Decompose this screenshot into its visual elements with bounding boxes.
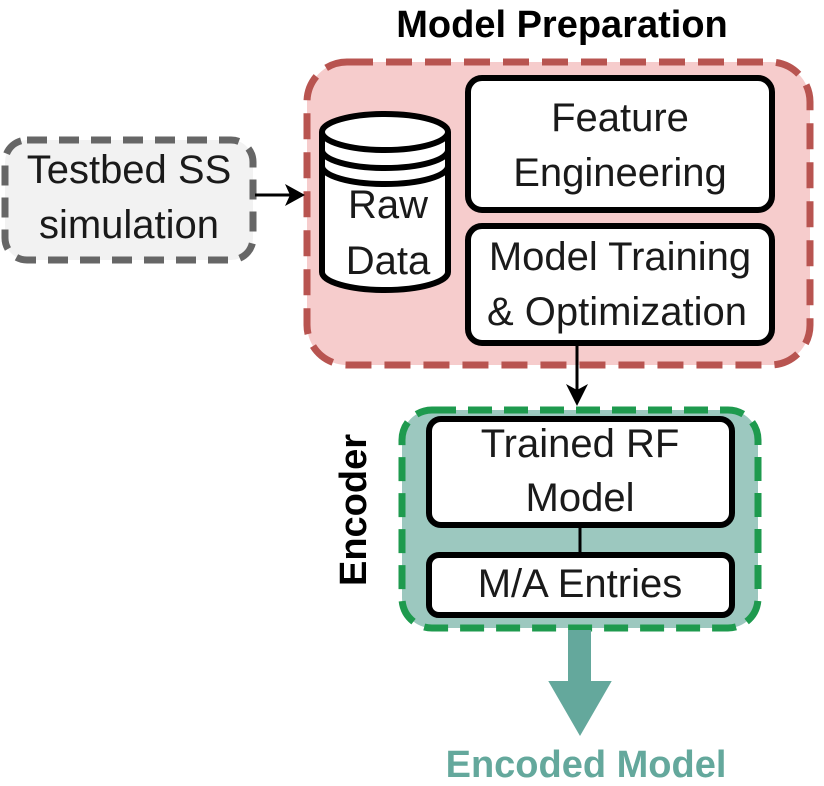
raw-data-cylinder [319, 111, 451, 293]
raw-data-label-line2: Data [346, 239, 431, 283]
encoded-model-label: Encoded Model [446, 744, 727, 786]
model-training-label-line2: & Optimization [487, 290, 747, 334]
trained-rf-label-line2: Model [526, 476, 635, 520]
trained-rf-label-line1: Trained RF [481, 422, 680, 466]
model-preparation-title: Model Preparation [396, 4, 728, 46]
feature-engineering-box [465, 75, 775, 213]
testbed-label-line1: Testbed SS [27, 148, 232, 192]
model-training-box [465, 223, 775, 346]
testbed-to-rawdata-arrow [255, 184, 305, 206]
raw-data-label-line1: Raw [348, 183, 428, 227]
ma-entries-box [426, 552, 735, 618]
ma-entries-label: M/A Entries [478, 562, 683, 606]
training-to-encoder-arrow [566, 345, 588, 406]
testbed-label-line2: simulation [39, 203, 219, 247]
encoded-output-arrow [548, 630, 612, 737]
model-training-label-line1: Model Training [489, 235, 751, 279]
trained-rf-model-box [426, 416, 735, 528]
testbed-box [1, 136, 257, 264]
encoder-title: Encoder [333, 434, 375, 586]
feature-engineering-label-line2: Engineering [513, 151, 727, 195]
feature-engineering-label-line1: Feature [551, 96, 689, 140]
